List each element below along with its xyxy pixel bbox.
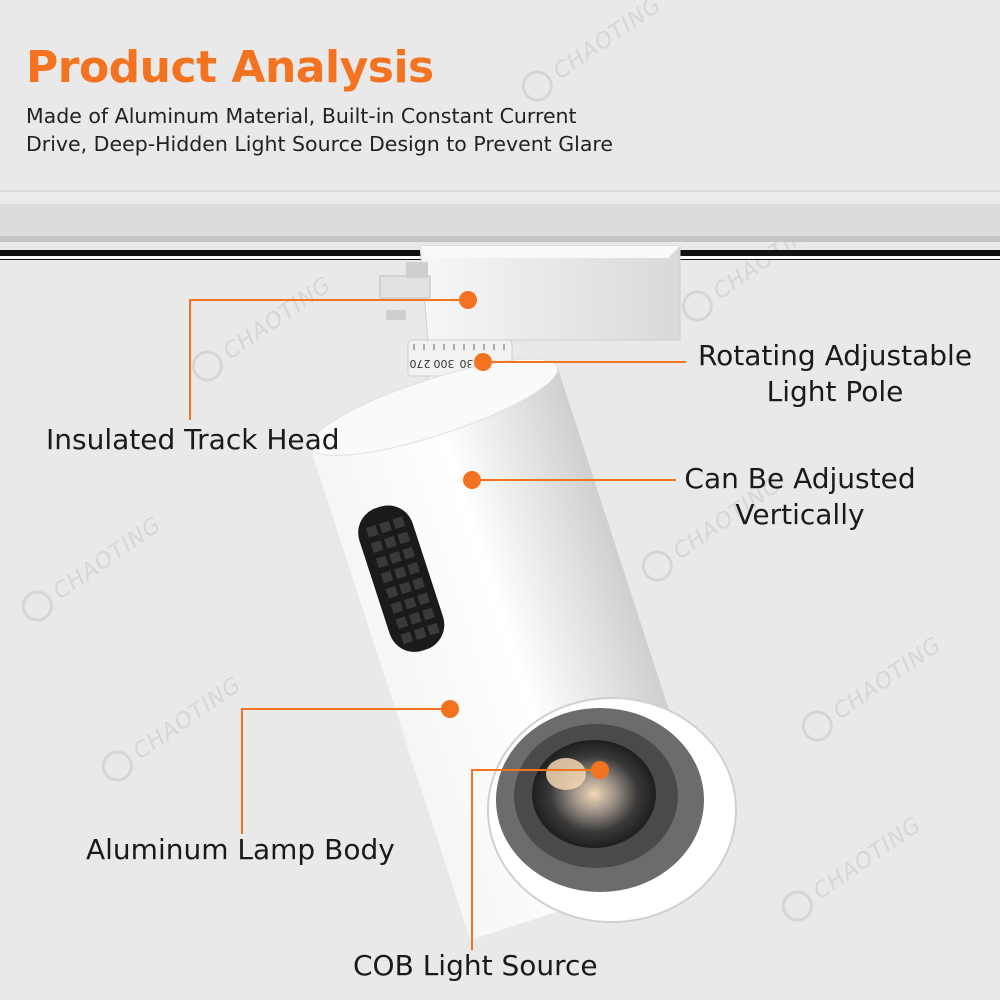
watermark-text: CHAOTING [829, 632, 946, 725]
callout-dot-lamp-body [441, 700, 459, 718]
callout-lines [189, 299, 686, 950]
watermark-text: CHAOTING [49, 512, 166, 605]
callout-dot-track-head [459, 291, 477, 309]
callout-dot-rotating-pole [474, 353, 492, 371]
label-line: Vertically [735, 498, 865, 531]
label-rotating-adjustable-light-pole: Rotating Adjustable Light Pole [694, 338, 976, 410]
label-line: Light Pole [766, 375, 904, 408]
callout-dots [441, 291, 609, 779]
dial-mark: 270 [410, 357, 431, 370]
watermark-text: CHAOTING [549, 0, 666, 85]
callout-dot-cob [591, 761, 609, 779]
lamp-opening [487, 697, 737, 923]
page-subtitle: Made of Aluminum Material, Built-in Cons… [26, 104, 613, 156]
label-cob-light-source: COB Light Source [353, 949, 598, 982]
callout-dot-vertical [463, 471, 481, 489]
label-insulated-track-head: Insulated Track Head [46, 423, 340, 456]
watermark-text: CHAOTING [809, 812, 926, 905]
page-title: Product Analysis [26, 42, 434, 93]
label-line: Rotating Adjustable [697, 339, 973, 372]
watermark-text: CHAOTING [129, 672, 246, 765]
track-head [379, 245, 681, 341]
dial-mark: 300 [434, 357, 455, 370]
label-line: Can Be Adjusted [684, 462, 916, 495]
label-can-be-adjusted-vertically: Can Be Adjusted Vertically [682, 461, 918, 533]
label-aluminum-lamp-body: Aluminum Lamp Body [86, 833, 395, 866]
watermark-text: CHAOTING [219, 272, 336, 365]
